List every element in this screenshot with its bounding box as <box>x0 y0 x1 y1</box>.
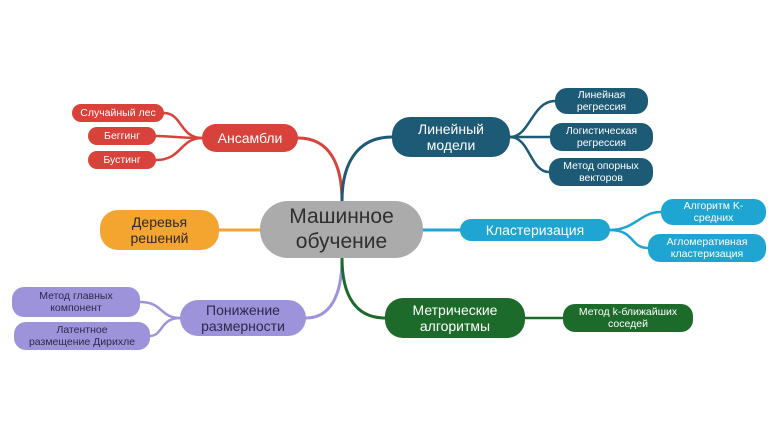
leaf-random-forest: Случайный лес <box>72 104 164 122</box>
connector-reduction <box>304 256 344 320</box>
leaf-lda: Латентное размещение Дирихле <box>14 322 150 350</box>
branch-linear-models: Линейный модели <box>392 117 510 157</box>
connector-leaf-linear-regression <box>508 99 557 139</box>
connector-ensembles <box>296 136 344 203</box>
leaf-pca: Метод главных компонент <box>12 287 140 317</box>
leaf-svm: Метод опорных векторов <box>549 158 653 186</box>
center-node: Машинное обучение <box>260 201 423 258</box>
connector-leaf-svm <box>508 135 551 174</box>
leaf-agglomerative: Агломеративная кластеризация <box>648 234 766 262</box>
connector-leaf-pca <box>138 300 182 320</box>
connector-leaf-agglomerative <box>608 228 650 250</box>
leaf-linear-regression: Линейная регрессия <box>555 88 648 114</box>
leaf-knn: Метод k-ближайших соседей <box>563 304 693 332</box>
connector-linear <box>340 135 394 203</box>
leaf-boosting: Бустинг <box>88 151 156 169</box>
connector-leaf-random-forest <box>162 111 204 140</box>
connector-leaf-boosting <box>154 136 204 162</box>
branch-ensembles: Ансамбли <box>202 124 298 152</box>
connector-metric <box>340 256 387 320</box>
connector-leaf-kmeans <box>608 210 663 232</box>
branch-metric-algorithms: Метрические алгоритмы <box>385 298 525 338</box>
branch-clustering: Кластеризация <box>460 219 610 241</box>
connector-leaf-lda <box>148 316 182 338</box>
branch-decision-trees: Деревья решений <box>100 210 219 250</box>
leaf-logistic-regression: Логистическая регрессия <box>550 123 653 151</box>
leaf-kmeans: Алгоритм K- средних <box>661 199 766 225</box>
branch-dimensionality-reduction: Понижение размерности <box>180 300 306 336</box>
leaf-bagging: Беггинг <box>88 127 156 145</box>
